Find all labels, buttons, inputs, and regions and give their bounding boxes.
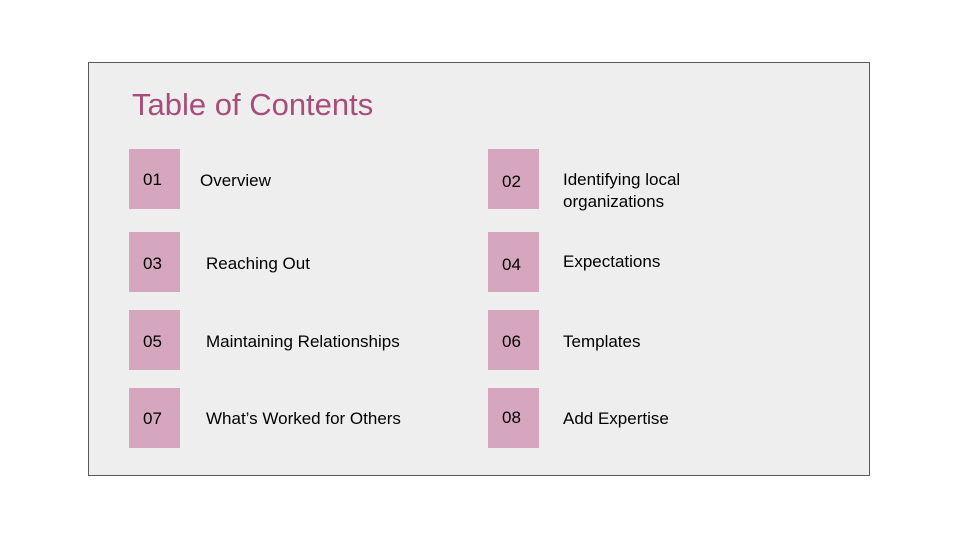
- entry-number: 03: [143, 254, 162, 273]
- entry-label: Expectations: [563, 252, 661, 271]
- entry-number: 07: [143, 409, 162, 428]
- entry-label-line-1: Identifying local: [563, 170, 681, 189]
- number-box: [488, 388, 539, 448]
- entry-label: What’s Worked for Others: [206, 409, 401, 428]
- number-box: [129, 232, 180, 292]
- entry-number: 01: [143, 170, 162, 189]
- number-box: [488, 232, 539, 292]
- number-box: [488, 149, 539, 209]
- entry-number: 02: [502, 172, 521, 191]
- slide-title: Table of Contents: [132, 87, 374, 122]
- entry-label: Add Expertise: [563, 409, 669, 428]
- number-box: [129, 388, 180, 448]
- entry-number: 04: [502, 255, 521, 274]
- entry-label: Reaching Out: [206, 254, 310, 273]
- entry-number: 05: [143, 332, 162, 351]
- content-panel: [88, 62, 870, 476]
- entry-label-line-2: organizations: [563, 192, 665, 211]
- entry-label: Maintaining Relationships: [206, 332, 400, 351]
- entry-number: 08: [502, 408, 521, 427]
- entry-number: 06: [502, 332, 521, 351]
- entry-label: Overview: [200, 171, 271, 190]
- number-box: [129, 310, 180, 370]
- number-box: [129, 149, 180, 209]
- entry-label: Templates: [563, 332, 641, 351]
- number-box: [488, 310, 539, 370]
